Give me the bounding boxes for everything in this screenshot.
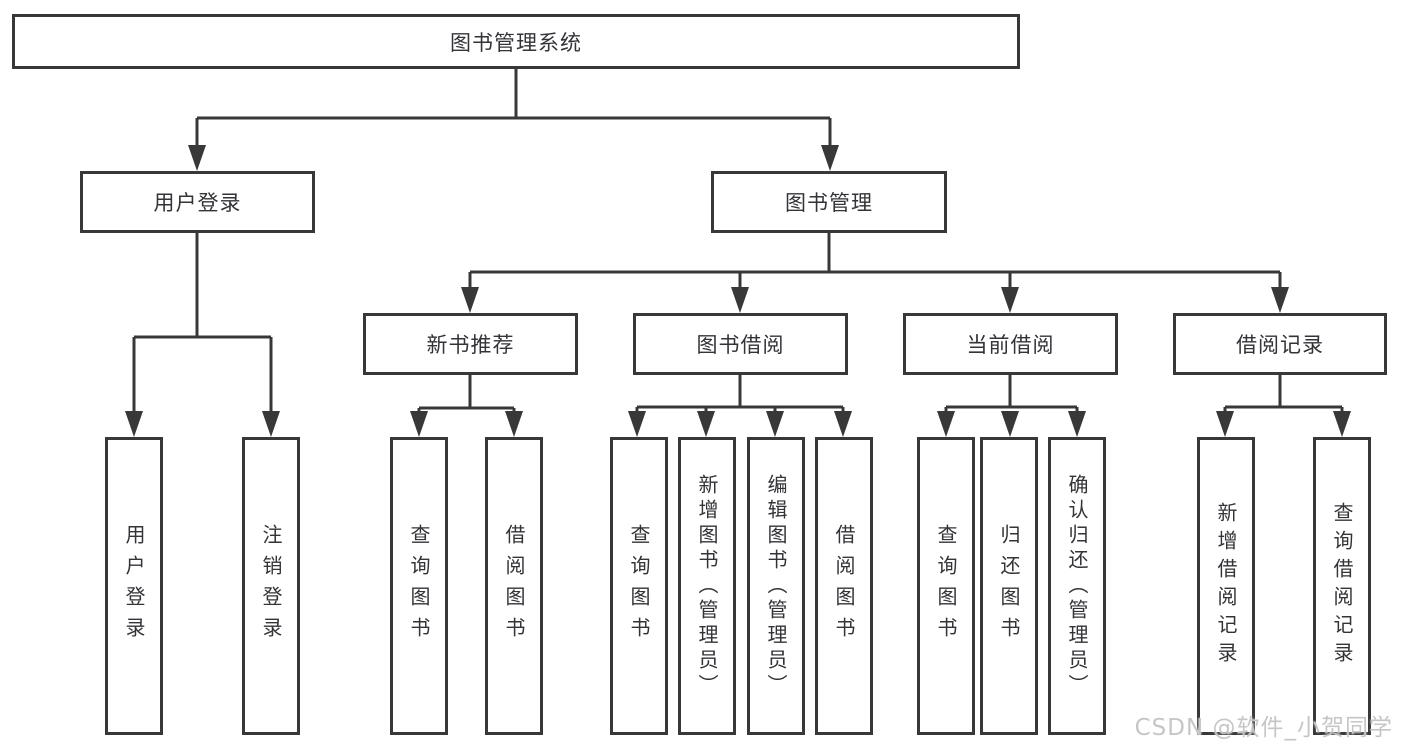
node-nb-query-books: 查询图书: [390, 437, 448, 735]
node-bb-edit-books: 编辑图书（管理员）: [747, 437, 805, 735]
node-nb-borrow-books: 借阅图书: [485, 437, 543, 735]
watermark-text: CSDN @软件_小贺同学: [1134, 715, 1393, 741]
node-user-login: 用户登录: [80, 171, 315, 233]
node-logout: 注销登录: [242, 437, 300, 735]
node-bb-add-books: 新增图书（管理员）: [678, 437, 736, 735]
node-new-book-recommend: 新书推荐: [363, 313, 578, 375]
node-current-borrow: 当前借阅: [903, 313, 1118, 375]
node-book-mgmt: 图书管理: [711, 171, 947, 233]
node-bb-borrow-books: 借阅图书: [815, 437, 873, 735]
node-bb-query-books: 查询图书: [610, 437, 668, 735]
node-cb-query-books: 查询图书: [917, 437, 975, 735]
node-cb-confirm-return: 确认归还（管理员）: [1048, 437, 1106, 735]
node-root: 图书管理系统: [12, 14, 1020, 69]
node-book-borrow: 图书借阅: [633, 313, 848, 375]
node-br-query-record: 查询借阅记录: [1313, 437, 1371, 735]
node-login: 用户登录: [105, 437, 163, 735]
node-cb-return-books: 归还图书: [980, 437, 1038, 735]
arrowheads: [125, 145, 1351, 437]
node-borrow-records: 借阅记录: [1173, 313, 1387, 375]
node-br-add-record: 新增借阅记录: [1197, 437, 1255, 735]
connector-paths: [132, 68, 1344, 414]
